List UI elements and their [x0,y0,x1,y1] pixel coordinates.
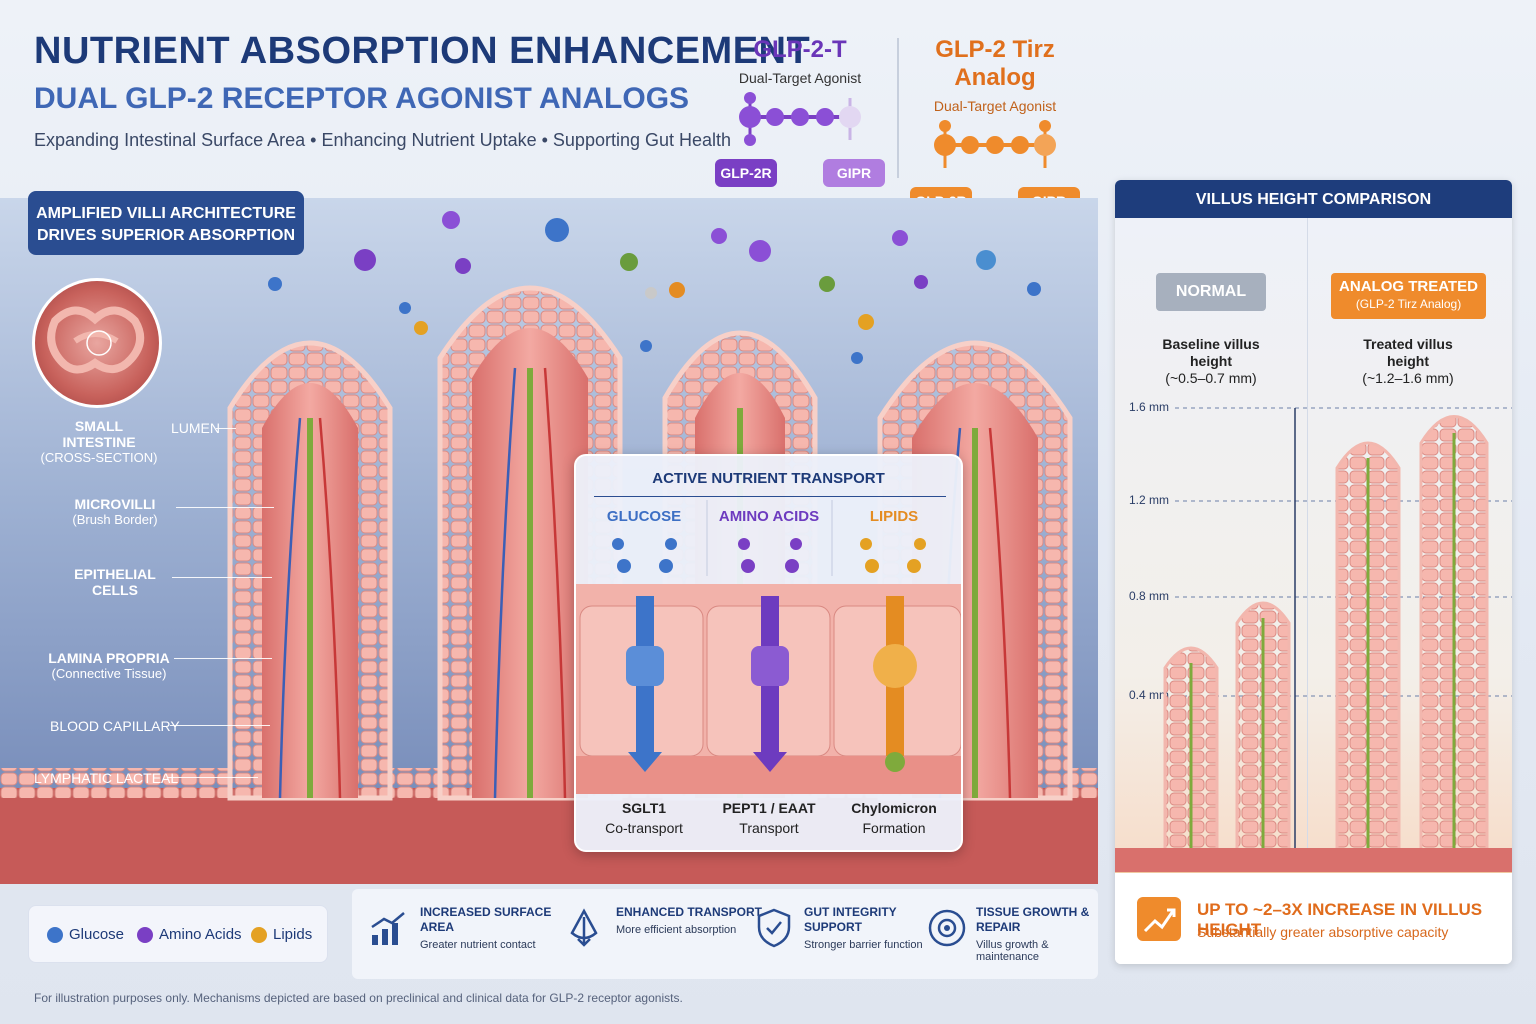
normal-description: Baseline villus height (~0.5–0.7 mm) [1162,336,1260,386]
tick-0-8: 0.8 mm [1129,589,1170,603]
comparison-villi-svg [1115,407,1512,872]
result-main: UP TO ~2–3X INCREASE IN VILLUS HEIGHT [1197,900,1483,939]
agonist-name: GLP-2 Tirz Analog [935,36,1055,91]
tick-0-4: 0.4 mm [1129,688,1170,702]
label-lumen: LUMEN [171,420,221,436]
shield-icon [757,908,791,948]
receptor-gipr: GIPR [823,159,885,187]
transport-icon [570,908,598,947]
intestine-icon [47,306,145,374]
agonist-divider [897,38,899,178]
page-subtitle: DUAL GLP-2 RECEPTOR AGONIST ANALOGS [34,82,690,115]
col-head-amino-acids: AMINO ACIDS [718,508,820,525]
benefit-tissue-growth: TISSUE GROWTH &REPAIR Villus growth & ma… [976,905,1090,963]
treated-description: Treated villus height (~1.2–1.6 mm) [1362,336,1454,386]
col-head-lipids: LIPIDS [869,508,919,525]
molecule-icon [934,120,1056,168]
agonist-tirz-analog: GLP-2 Tirz Analog Dual-Target Agonist GL… [900,36,1090,215]
amino-acid-dot-icon [137,926,153,943]
molecule-icon [739,92,861,146]
nutrient-legend: Glucose Amino Acids Lipids [28,905,328,963]
nutrient-particles [268,211,1041,364]
leader-lacteal [168,777,258,778]
label-lymphatic-lacteal: LYMPHATIC LACTEAL [34,770,179,786]
treated-badge: ANALOG TREATED (GLP-2 Tirz Analog) [1331,273,1486,319]
comparison-divider [1307,218,1308,872]
growth-chart-icon [1137,897,1181,941]
receptor-glp2r: GLP-2R [715,159,777,187]
legend-amino-acids: Amino Acids [137,926,242,943]
villus-height-comparison: VILLUS HEIGHT COMPARISON NORMAL ANALOG T… [1115,180,1512,964]
legend-glucose: Glucose [47,926,124,943]
transport-title-rule [594,496,946,497]
comparison-body: NORMAL ANALOG TREATED (GLP-2 Tirz Analog… [1115,218,1512,872]
comparison-title: VILLUS HEIGHT COMPARISON [1115,180,1512,218]
label-small-intestine: SMALL INTESTINE (CROSS-SECTION) [40,418,158,465]
label-lamina-propria: LAMINA PROPRIA (Connective Tissue) [48,650,170,681]
label-epithelial-cells: EPITHELIAL CELLS [74,566,156,598]
leader-epithelial [172,577,272,578]
normal-badge: NORMAL [1156,273,1266,311]
page-tagline: Expanding Intestinal Surface Area • Enha… [34,130,732,150]
agonist-desc: Dual-Target Agonist [738,70,862,86]
leader-capillary [170,725,270,726]
transport-cells-svg [576,500,961,794]
villus-1 [227,340,393,801]
growth-chart-icon [371,912,405,945]
banner-line-1: AMPLIFIED VILLI ARCHITECTURE [36,205,296,222]
tick-1-2: 1.2 mm [1129,493,1170,507]
transport-title: ACTIVE NUTRIENT TRANSPORT [652,470,885,487]
architecture-banner: AMPLIFIED VILLI ARCHITECTURE DRIVES SUPE… [28,191,304,255]
label-microvilli: MICROVILLI (Brush Border) [72,496,158,527]
col-head-glucose: GLUCOSE [606,508,682,525]
label-blood-capillary: BLOOD CAPILLARY [50,718,180,734]
glucose-dot-icon [47,926,63,943]
leader-lumen [216,428,236,429]
agonist-glp2t: GLP-2-T Dual-Target Agonist GLP-2R GIPR [705,36,895,187]
leader-lamina [174,658,272,659]
tick-1-6: 1.6 mm [1129,400,1170,414]
page-title: NUTRIENT ABSORPTION ENHANCEMENT [34,30,811,72]
small-intestine-illustration [32,278,162,408]
benefit-transport: ENHANCED TRANSPORT More efficient absorp… [616,905,763,936]
agonist-desc: Dual-Target Agonist [933,98,1057,114]
leader-microvilli [176,507,274,508]
active-transport-inset: ACTIVE NUTRIENT TRANSPORT GLUCOSE AMINO … [574,454,963,852]
agonist-name: GLP-2-T [753,36,847,63]
lipid-dot-icon [251,926,267,943]
footnote: For illustration purposes only. Mechanis… [34,991,683,1005]
result-sub: Substantially greater absorptive capacit… [1197,924,1449,940]
result-callout: UP TO ~2–3X INCREASE IN VILLUS HEIGHT Su… [1115,872,1512,964]
cell-icon [928,909,966,947]
legend-lipids: Lipids [251,926,312,943]
banner-line-2: DRIVES SUPERIOR ABSORPTION [36,227,296,244]
